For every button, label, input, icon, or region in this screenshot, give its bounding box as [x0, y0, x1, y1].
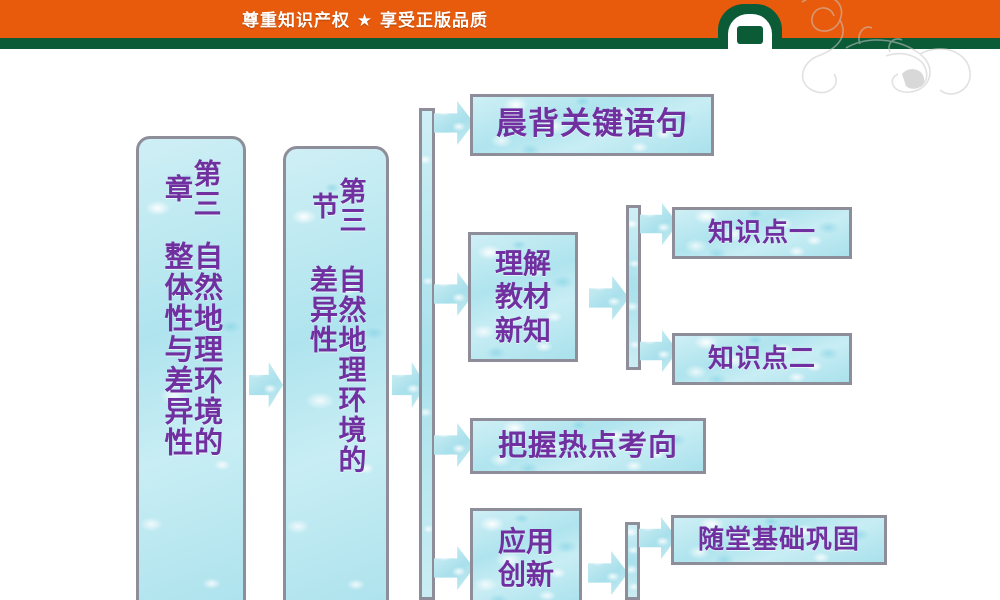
- node-knowledge-point-1[interactable]: 知识点一: [672, 207, 852, 259]
- node-chapter[interactable]: 第三章 自然地理环境的 整体性与差异性: [136, 136, 246, 600]
- chapter-title-col-left: 整体性与差异性: [160, 240, 194, 458]
- arrow-apply-to-subspine-icon: [588, 551, 628, 595]
- hot-topics-label: 把握热点考向: [497, 428, 678, 463]
- node-understand-material[interactable]: 理解 教材 新知: [468, 232, 578, 362]
- understand-line-3: 新知: [494, 313, 551, 347]
- copyright-slogan: 尊重知识产权 ★ 享受正版品质: [241, 11, 489, 31]
- arrow-to-hot-topics-icon: [434, 423, 474, 467]
- apply-innovate-line-1: 应用: [497, 524, 554, 558]
- spine-knowledge-points: [626, 205, 641, 370]
- arrow-to-apply-innovate-icon: [434, 546, 474, 590]
- node-morning-recite[interactable]: 晨背关键语句: [470, 94, 714, 156]
- header-banner-green: [0, 38, 1000, 49]
- morning-recite-label: 晨背关键语句: [496, 106, 688, 143]
- apply-innovate-line-2: 创新: [497, 558, 554, 591]
- banner-notch: [718, 4, 782, 53]
- understand-line-1: 理解: [494, 247, 551, 281]
- knowledge-point-2-label: 知识点二: [707, 343, 816, 374]
- node-knowledge-point-2[interactable]: 知识点二: [672, 333, 852, 385]
- knowledge-point-1-label: 知识点一: [707, 217, 816, 248]
- section-heading: 第三节: [307, 177, 366, 236]
- header-banner-orange: [0, 0, 1000, 38]
- understand-line-2: 教材: [494, 280, 551, 314]
- arrow-to-morning-recite-icon: [434, 101, 474, 145]
- arrow-chapter-to-section-icon: [249, 362, 283, 408]
- decorative-swirl-icon: [801, 0, 971, 95]
- spine-main-vertical: [419, 108, 435, 600]
- chapter-heading: 第三章: [161, 158, 223, 219]
- node-classroom-practice[interactable]: 随堂基础巩固: [671, 515, 887, 565]
- spine-practice: [625, 522, 640, 600]
- node-section[interactable]: 第三节 自然地理环境的 差异性: [283, 146, 389, 600]
- node-apply-innovate[interactable]: 应用 创新: [470, 508, 582, 600]
- chapter-title-col-right: 自然地理环境的: [189, 240, 224, 458]
- arrow-understand-to-subspine-icon: [589, 276, 629, 320]
- section-title-col-right: 自然地理环境的: [334, 265, 368, 476]
- classroom-practice-label: 随堂基础巩固: [697, 524, 860, 555]
- node-hot-topics[interactable]: 把握热点考向: [470, 418, 706, 474]
- section-title-col-left: 差异性: [306, 265, 339, 356]
